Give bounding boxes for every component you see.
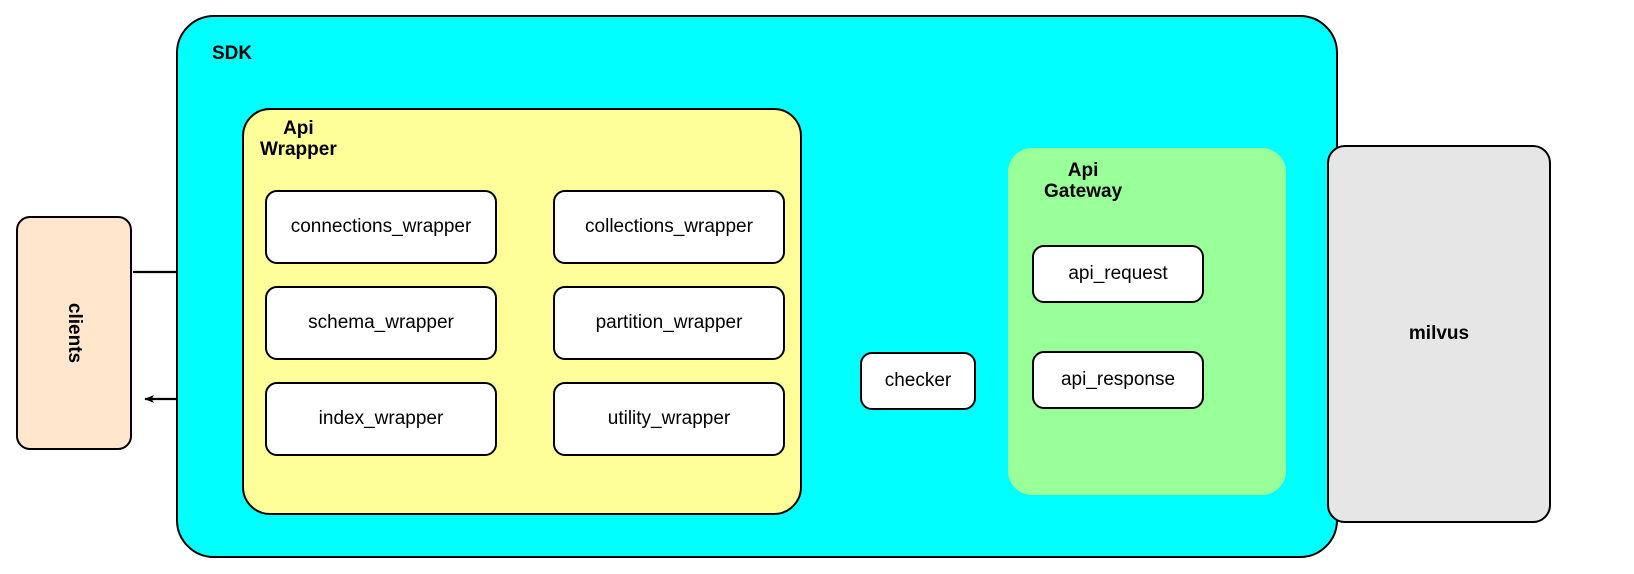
container-api-gateway-label: Api Gateway — [1044, 160, 1123, 203]
module-api-response[interactable]: api_response — [1032, 351, 1204, 409]
node-clients-label: clients — [63, 302, 85, 364]
module-partition-wrapper[interactable]: partition_wrapper — [553, 286, 785, 360]
container-sdk-label: SDK — [212, 43, 253, 64]
module-connections-wrapper[interactable]: connections_wrapper — [265, 190, 497, 264]
module-index-wrapper[interactable]: index_wrapper — [265, 382, 497, 456]
node-milvus[interactable]: milvus — [1327, 145, 1551, 523]
container-api-gateway[interactable]: Api Gateway — [1008, 148, 1286, 495]
node-clients[interactable]: clients — [16, 216, 132, 450]
container-api-wrapper-label: Api Wrapper — [260, 118, 337, 161]
module-api-request[interactable]: api_request — [1032, 245, 1204, 303]
module-schema-wrapper[interactable]: schema_wrapper — [265, 286, 497, 360]
module-utility-wrapper[interactable]: utility_wrapper — [553, 382, 785, 456]
module-collections-wrapper[interactable]: collections_wrapper — [553, 190, 785, 264]
module-checker[interactable]: checker — [860, 352, 976, 410]
